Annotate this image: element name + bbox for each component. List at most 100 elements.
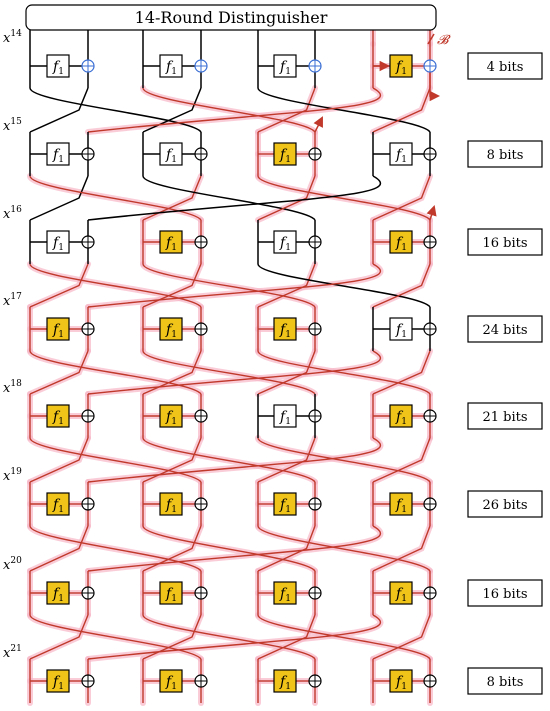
cross-a-r3-b3 xyxy=(372,350,431,395)
f-letter-r1-b0: f xyxy=(52,147,61,163)
f-letter-r6-b0: f xyxy=(52,586,61,602)
arrow-row2-up xyxy=(426,204,437,221)
f-label-r6-b0: f1 xyxy=(52,586,64,604)
f-box-r3-b3 xyxy=(389,317,413,341)
f-label-r5-b0: f1 xyxy=(52,497,64,515)
f-letter-r7-b0: f xyxy=(52,674,61,690)
f-label-r3-b0: f1 xyxy=(52,322,64,340)
bits-box-r4 xyxy=(467,402,543,430)
cross-b-r3-b0 xyxy=(29,350,202,395)
cross-a-r5-b0 xyxy=(29,525,89,572)
round-sup-r6: 20 xyxy=(10,556,22,566)
f-label-r2-b3: f1 xyxy=(395,235,407,253)
f-label-r7-b3: f1 xyxy=(395,674,407,692)
cross-b-r2-b0 xyxy=(29,263,202,308)
f-subscript-r3-b1: 1 xyxy=(171,330,177,340)
f-subscript-r3-b2: 1 xyxy=(285,330,291,340)
f-subscript-r0-b2: 1 xyxy=(285,67,291,77)
bits-label-r3: 24 bits xyxy=(482,323,527,338)
f-box-r5-b1 xyxy=(159,492,183,516)
f-subscript-r1-b1: 1 xyxy=(171,155,177,165)
bits-box-r0 xyxy=(467,52,543,80)
f-subscript-r0-b1: 1 xyxy=(171,67,177,77)
f-box-r3-b2 xyxy=(273,317,297,341)
f-box-r7-b1 xyxy=(159,669,183,693)
cross-a-r2-b3 xyxy=(372,263,431,308)
f-box-r6-b1 xyxy=(159,581,183,605)
f-letter-r3-b3: f xyxy=(395,322,404,338)
f-subscript-r3-b3: 1 xyxy=(401,330,407,340)
arrow-row0-out xyxy=(429,72,441,102)
f-letter-r0-b3: f xyxy=(395,59,404,75)
round-label-r5: x19 xyxy=(3,467,22,484)
round-label-r7: x21 xyxy=(3,644,22,661)
f-subscript-r4-b3: 1 xyxy=(401,417,407,427)
cross-b-r0-b0 xyxy=(29,87,202,133)
cross-a-r2-b2 xyxy=(257,263,316,308)
cross-a-r0-b3 xyxy=(372,87,431,133)
round-base-r3: x xyxy=(3,294,11,309)
round-base-r6: x xyxy=(3,558,11,573)
b-marker: 𝓑 xyxy=(427,33,451,48)
round-sup-r4: 18 xyxy=(10,379,22,389)
f-box-r1-b3 xyxy=(389,142,413,166)
f-subscript-r7-b0: 1 xyxy=(58,682,64,692)
f-box-r1-b2 xyxy=(273,142,297,166)
bits-box-r6 xyxy=(467,579,543,607)
cross-b-r4-b0 xyxy=(29,437,202,483)
f-letter-r2-b3: f xyxy=(395,235,404,251)
f-box-r3-b1 xyxy=(159,317,183,341)
f-box-r0-b3 xyxy=(389,54,413,78)
cross-b-r0-b1 xyxy=(142,87,316,133)
round-sup-r3: 17 xyxy=(10,292,22,302)
f-box-r2-b1 xyxy=(159,230,183,254)
cross-a-r1-b0 xyxy=(29,175,89,221)
round-base-r4: x xyxy=(3,381,11,396)
f-letter-r0-b2: f xyxy=(279,59,288,75)
f-letter-r0-b0: f xyxy=(52,59,61,75)
f-box-r0-b0 xyxy=(46,54,70,78)
f-box-r6-b2 xyxy=(273,581,297,605)
wire-glow-layer xyxy=(27,27,433,706)
f-letter-r3-b2: f xyxy=(279,322,288,338)
f-letter-r1-b2: f xyxy=(279,147,288,163)
f-box-r1-b1 xyxy=(159,142,183,166)
round-label-r0: x14 xyxy=(3,29,22,46)
f-label-r1-b3: f1 xyxy=(395,147,407,165)
f-label-r2-b2: f1 xyxy=(279,235,291,253)
f-box-r7-b0 xyxy=(46,669,70,693)
round-label-r6: x20 xyxy=(3,556,22,573)
round-label-r1: x15 xyxy=(3,117,22,134)
cross-wrap-r1-b3 xyxy=(87,175,381,221)
cross-a-r4-b0 xyxy=(29,437,89,483)
f-label-r6-b3: f1 xyxy=(395,586,407,604)
f-label-r0-b2: f1 xyxy=(279,59,291,77)
cross-b-r2-b2 xyxy=(257,263,431,308)
cross-b-r5-b0 xyxy=(29,525,202,572)
f-label-r1-b0: f1 xyxy=(52,147,64,165)
f-box-r0-b1 xyxy=(159,54,183,78)
f-label-r5-b1: f1 xyxy=(165,497,177,515)
f-subscript-r0-b0: 1 xyxy=(58,67,64,77)
f-label-r4-b0: f1 xyxy=(52,409,64,427)
f-letter-r4-b1: f xyxy=(165,409,174,425)
f-letter-r2-b1: f xyxy=(165,235,174,251)
f-letter-r6-b3: f xyxy=(395,586,404,602)
f-letter-r5-b0: f xyxy=(52,497,61,513)
f-label-r3-b3: f1 xyxy=(395,322,407,340)
f-letter-r2-b0: f xyxy=(52,235,61,251)
round-label-r3: x17 xyxy=(3,292,22,309)
cross-a-r1-b3 xyxy=(372,175,431,221)
b-label: 𝓑 xyxy=(437,33,451,48)
cross-b-r4-b2 xyxy=(257,437,431,483)
f-label-r0-b0: f1 xyxy=(52,59,64,77)
bits-box-r2 xyxy=(467,228,543,256)
round-sup-r0: 14 xyxy=(10,29,22,39)
cross-b-r4-b1 xyxy=(142,437,316,483)
round-label-r4: x18 xyxy=(3,379,22,396)
f-box-r7-b3 xyxy=(389,669,413,693)
f-label-r4-b3: f1 xyxy=(395,409,407,427)
f-letter-r5-b3: f xyxy=(395,497,404,513)
round-sup-r7: 21 xyxy=(10,644,21,654)
round-base-r0: x xyxy=(3,31,11,46)
